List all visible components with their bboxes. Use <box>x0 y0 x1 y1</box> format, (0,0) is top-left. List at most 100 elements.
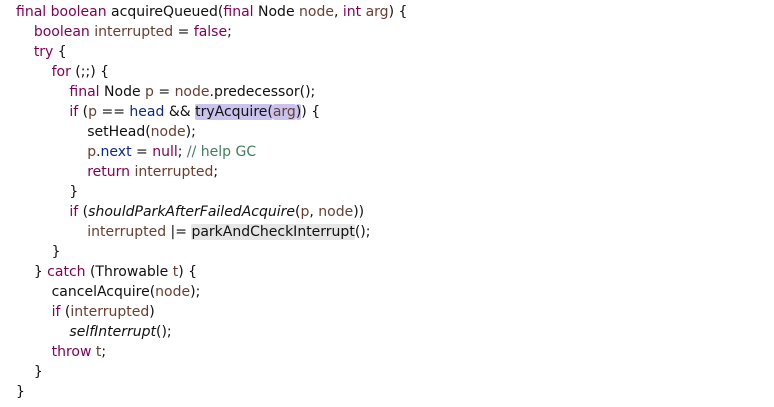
code-indent <box>16 244 52 260</box>
code-token: head <box>129 104 165 120</box>
code-block: final boolean acquireQueued( final Node n… <box>16 2 766 402</box>
code-token: Node <box>253 4 300 20</box>
code-token: ) { <box>178 264 198 280</box>
code-token: && <box>164 104 196 120</box>
code-indent <box>16 144 87 160</box>
code-indent <box>16 264 34 280</box>
code-token: if <box>51 304 61 320</box>
code-token: catch <box>47 264 86 280</box>
code-token: ) { <box>388 4 408 20</box>
code-token: final <box>69 84 100 100</box>
code-token: (;;) { <box>70 64 110 80</box>
code-token: boolean <box>50 4 107 20</box>
code-line: boolean interrupted = false; <box>16 22 766 42</box>
code-line: selfInterrupt(); <box>16 322 766 342</box>
code-indent <box>16 284 52 300</box>
code-line: interrupted |= parkAndCheckInterrupt(); <box>16 222 766 242</box>
code-line: if (interrupted) <box>16 302 766 322</box>
code-token: ; <box>101 344 107 360</box>
code-token: tryAcquire( <box>195 104 273 120</box>
code-line: } <box>16 362 766 382</box>
code-token: ); <box>190 284 201 300</box>
code-token: } <box>16 384 25 400</box>
code-token: } <box>33 264 48 280</box>
code-token: acquireQueued( <box>106 4 224 20</box>
code-token: } <box>69 184 79 200</box>
code-token: node <box>318 204 354 220</box>
code-token: p <box>87 144 97 160</box>
code-token: , <box>333 4 343 20</box>
code-line: } catch (Throwable t) { <box>16 262 766 282</box>
code-indent <box>16 24 34 40</box>
code-token: final <box>16 4 47 20</box>
code-token: ) <box>149 304 155 320</box>
code-token: node <box>150 124 186 140</box>
code-token: ) <box>295 104 302 120</box>
code-token: interrupted <box>134 164 214 180</box>
code-token: , <box>309 204 319 220</box>
code-token: .predecessor(); <box>209 84 316 100</box>
code-token: if <box>69 104 79 120</box>
code-line: for (;;) { <box>16 62 766 82</box>
code-token: ; <box>227 24 232 40</box>
code-indent <box>16 344 52 360</box>
code-token: null <box>152 144 178 160</box>
code-token: int <box>342 4 362 20</box>
code-token: (Throwable <box>85 264 173 280</box>
code-indent <box>16 184 69 200</box>
code-indent <box>16 44 34 60</box>
code-token: ( <box>78 204 89 220</box>
code-token: cancelAcquire( <box>51 284 156 300</box>
code-indent <box>16 104 69 120</box>
code-token: boolean <box>33 24 90 40</box>
code-line: try { <box>16 42 766 62</box>
code-token: (); <box>354 224 371 240</box>
code-line: p.next = null; // help GC <box>16 142 766 162</box>
code-indent <box>16 364 34 380</box>
code-token: throw <box>51 344 92 360</box>
code-token: shouldParkAfterFailedAcquire <box>88 204 295 220</box>
code-token: ; <box>177 144 187 160</box>
code-line: if (p == head && tryAcquire(arg)) { <box>16 102 766 122</box>
code-token: parkAndCheckInterrupt <box>191 224 355 240</box>
code-token: ( <box>60 304 71 320</box>
code-token: // help GC <box>186 144 257 160</box>
code-token: selfInterrupt <box>69 324 156 340</box>
code-token: ; <box>213 164 219 180</box>
code-token: p <box>145 84 154 100</box>
code-token: next <box>100 144 132 160</box>
code-editor[interactable]: final boolean acquireQueued( final Node n… <box>16 2 766 402</box>
code-token: = <box>153 84 175 100</box>
code-line: final Node p = node.predecessor(); <box>16 82 766 102</box>
code-line: throw t; <box>16 342 766 362</box>
code-token: )) <box>353 204 365 220</box>
code-indent <box>16 324 69 340</box>
code-token: false <box>193 24 228 40</box>
code-token: interrupted <box>87 224 167 240</box>
code-token: p <box>88 104 98 120</box>
code-line: return interrupted; <box>16 162 766 182</box>
code-line: setHead(node); <box>16 122 766 142</box>
code-token: interrupted <box>94 24 174 40</box>
code-indent <box>16 164 87 180</box>
code-token: = <box>173 24 194 40</box>
code-indent <box>16 64 52 80</box>
code-token: } <box>51 244 61 260</box>
code-token: ) { <box>301 104 321 120</box>
code-line: } <box>16 382 766 402</box>
code-line: } <box>16 242 766 262</box>
code-token: interrupted <box>70 304 150 320</box>
code-token: try <box>33 44 54 60</box>
code-token: node <box>155 284 191 300</box>
code-indent <box>16 124 87 140</box>
code-token: arg <box>272 104 296 120</box>
code-token: (); <box>156 324 172 340</box>
code-line: if (shouldParkAfterFailedAcquire(p, node… <box>16 202 766 222</box>
code-token: { <box>53 44 67 60</box>
code-indent <box>16 204 69 220</box>
code-token: |= <box>166 224 192 240</box>
code-token: setHead( <box>87 124 151 140</box>
code-indent <box>16 84 69 100</box>
code-token: return <box>87 164 131 180</box>
code-token: t <box>95 344 102 360</box>
